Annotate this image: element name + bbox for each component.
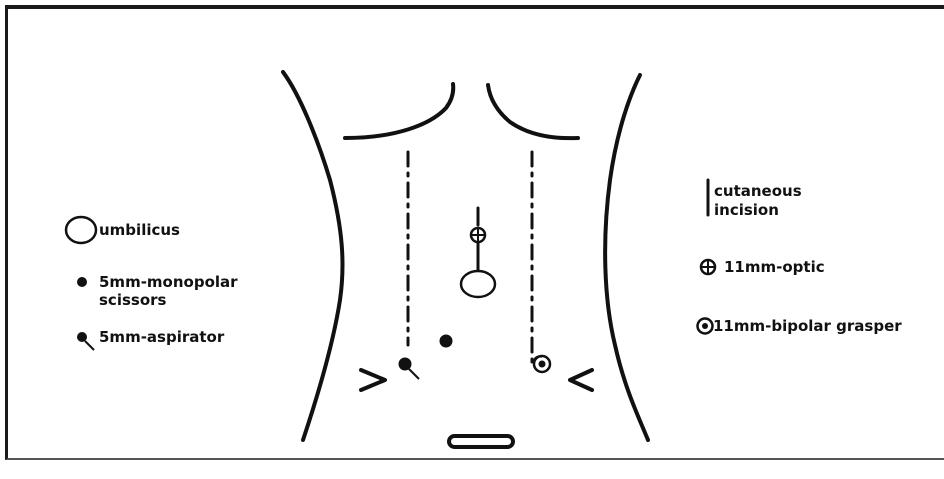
right-groin-mark [570,370,592,390]
scissors-legend-icon [77,277,87,287]
grasper-legend-icon [698,319,713,334]
torso-outline [283,72,648,447]
umbilical-ports [461,208,495,297]
legend-aspirator-label: 5mm-aspirator [99,328,225,346]
left-costal-margin [345,84,453,138]
pubic-incision [449,436,513,447]
scissors-port-icon [440,335,453,348]
grasper-port-icon [534,356,550,372]
optic-port-icon [471,228,485,242]
legend-grasper-label: 11mm-bipolar grasper [713,317,902,335]
legend-scissors-label-line1: 5mm-monopolar [99,273,238,291]
aspirator-port-icon [399,358,420,380]
torso-left-flank [283,72,343,440]
legend-incision-label-line1: cutaneous [714,182,802,200]
midclavicular-lines [408,152,532,365]
legend-incision-label-line2: incision [714,201,779,219]
torso-right-flank [605,75,648,440]
left-groin-mark [361,370,385,390]
optic-legend-icon [701,260,715,274]
legend-scissors-label-line2: scissors [99,291,167,309]
aspirator-legend-icon [77,332,94,350]
lower-ports [399,335,551,380]
umbilicus-icon [461,271,495,297]
legend-umbilicus-label: umbilicus [99,221,180,239]
legend-right: cutaneous incision 11mm-optic 11mm-bipol… [698,180,903,335]
legend-optic-label: 11mm-optic [724,258,825,276]
legend-left: umbilicus 5mm-monopolar scissors 5mm-asp… [66,217,238,350]
umbilicus-legend-icon [66,217,96,243]
right-costal-margin [488,85,578,138]
